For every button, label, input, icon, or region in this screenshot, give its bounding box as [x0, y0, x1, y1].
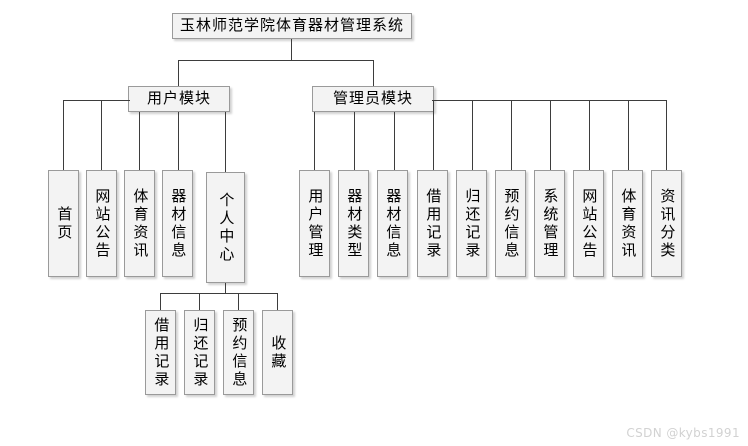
connector-to-user-module — [178, 60, 179, 86]
node-admin-child-site-notice[interactable]: 网站公告 — [573, 170, 604, 277]
watermark-text: CSDN @kybs1991 — [626, 426, 740, 440]
connector-admin-child-3-drop — [433, 100, 434, 170]
connector-admin-child-1-drop — [354, 112, 355, 170]
node-user-child-equipment-info[interactable]: 器材信息 — [162, 170, 193, 277]
node-pc-child-return-record[interactable]: 归还记录 — [184, 310, 215, 395]
connector-to-admin-module — [373, 60, 374, 86]
connector-pc-child-3-drop — [277, 293, 278, 310]
node-pc-child-favorites[interactable]: 收藏 — [262, 310, 293, 395]
node-admin-child-equipment-type[interactable]: 器材类型 — [338, 170, 369, 277]
node-admin-child-return-record[interactable]: 归还记录 — [456, 170, 487, 277]
connector-admin-child-8-drop — [628, 100, 629, 170]
connector-pc-child-2-drop — [238, 293, 239, 310]
node-admin-child-sports-news[interactable]: 体育资讯 — [612, 170, 643, 277]
node-pc-child-reservation-info[interactable]: 预约信息 — [223, 310, 254, 395]
node-user-child-personal-center[interactable]: 个人中心 — [206, 172, 245, 283]
connector-personal-center-bus — [160, 293, 278, 294]
connector-admin-child-6-drop — [550, 100, 551, 170]
node-user-child-site-notice[interactable]: 网站公告 — [86, 170, 117, 277]
connector-admin-child-9-drop — [666, 100, 667, 170]
node-root[interactable]: 玉林师范学院体育器材管理系统 — [172, 13, 412, 39]
connector-user-child-4-drop — [225, 112, 226, 172]
node-user-module[interactable]: 用户模块 — [128, 86, 230, 112]
connector-admin-child-4-drop — [472, 100, 473, 170]
node-pc-child-borrow-record[interactable]: 借用记录 — [145, 310, 176, 395]
node-admin-child-user-management[interactable]: 用户管理 — [299, 170, 330, 277]
connector-admin-child-7-drop — [589, 100, 590, 170]
connector-user-bus — [63, 100, 130, 101]
node-user-child-home[interactable]: 首页 — [48, 170, 79, 277]
connector-pc-child-1-drop — [199, 293, 200, 310]
connector-admin-bus — [432, 100, 666, 101]
node-user-child-sports-news[interactable]: 体育资讯 — [124, 170, 155, 277]
node-admin-child-borrow-record[interactable]: 借用记录 — [417, 170, 448, 277]
connector-user-child-2-drop — [139, 112, 140, 170]
connector-admin-child-5-drop — [511, 100, 512, 170]
node-admin-child-news-category[interactable]: 资讯分类 — [651, 170, 682, 277]
connector-user-child-3-drop — [178, 112, 179, 170]
connector-user-child-0-drop — [63, 100, 64, 170]
connector-personal-center-drop — [225, 283, 226, 293]
node-admin-child-reservation-info[interactable]: 预约信息 — [495, 170, 526, 277]
node-admin-child-system-management[interactable]: 系统管理 — [534, 170, 565, 277]
connector-pc-child-0-drop — [160, 293, 161, 310]
node-admin-child-equipment-info[interactable]: 器材信息 — [377, 170, 408, 277]
connector-user-child-1-drop — [101, 100, 102, 170]
connector-level1-bus — [178, 60, 374, 61]
connector-admin-child-2-drop — [394, 112, 395, 170]
node-admin-module[interactable]: 管理员模块 — [312, 86, 434, 112]
connector-root-drop — [291, 39, 292, 60]
connector-admin-child-0-drop — [314, 112, 315, 170]
